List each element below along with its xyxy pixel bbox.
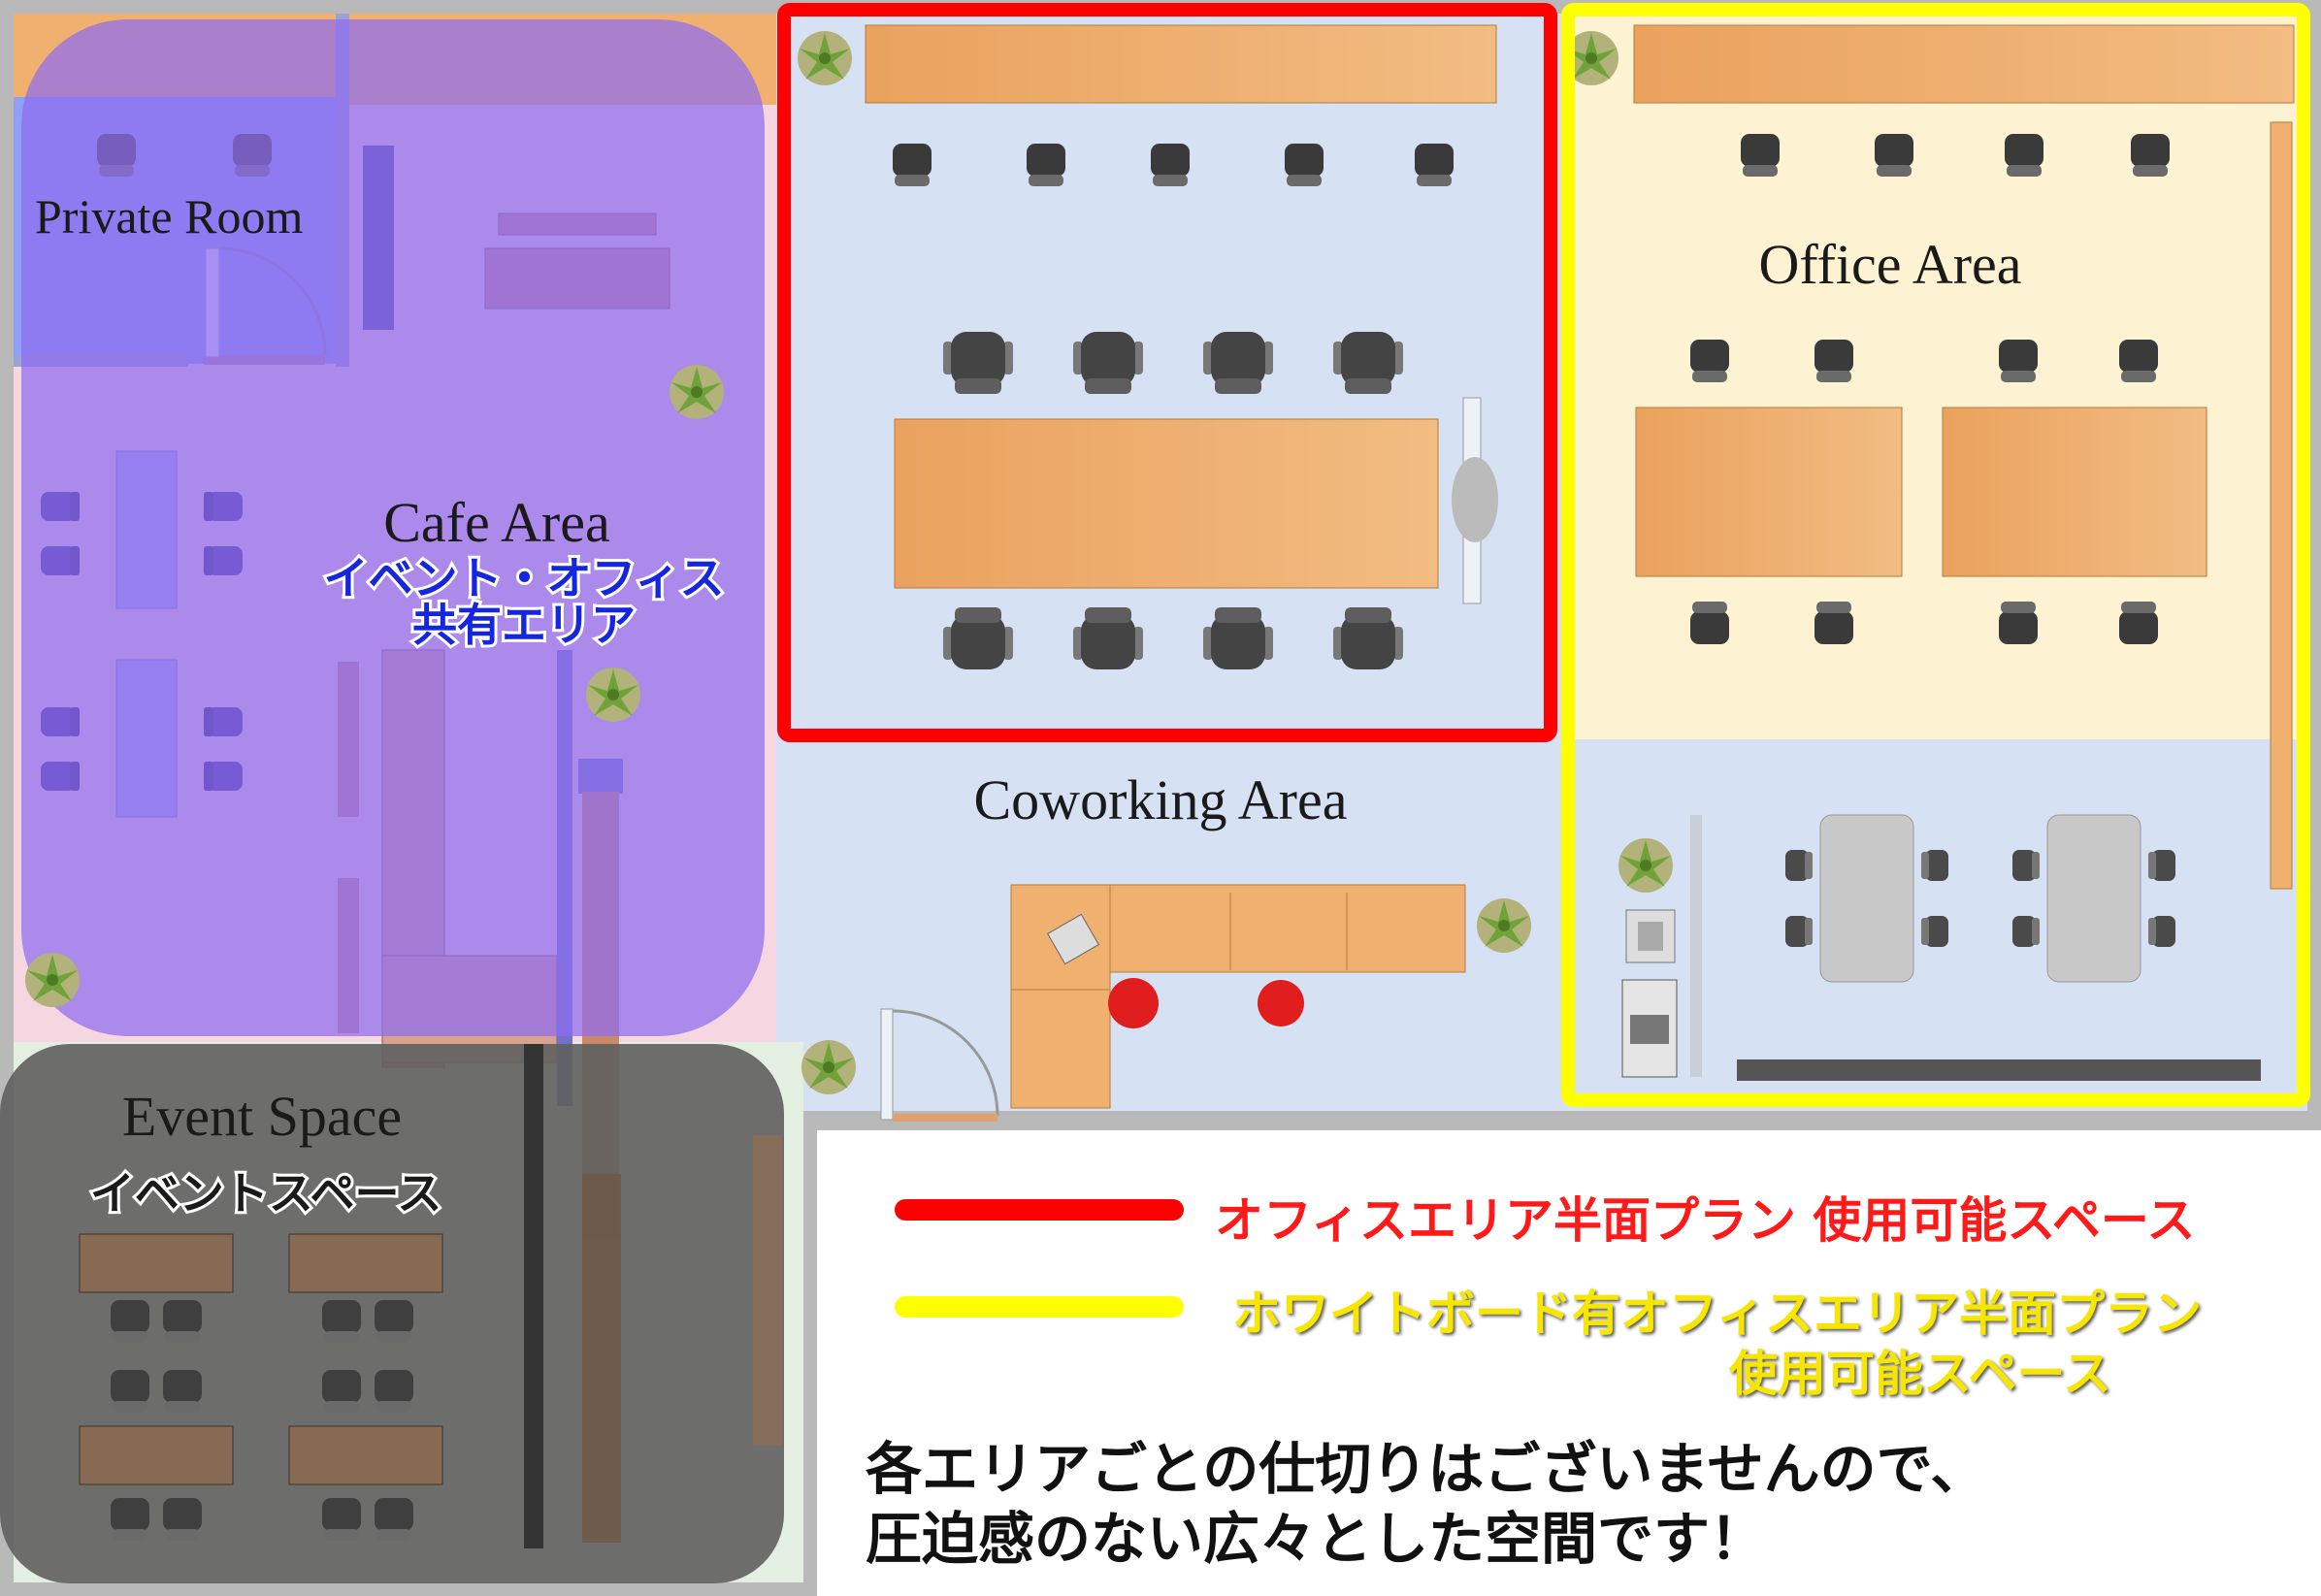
coworking-furniture <box>865 24 1498 1122</box>
plant-icon <box>1477 898 1531 953</box>
label-event-space: Event Space <box>122 1085 402 1148</box>
label-coworking-area: Coworking Area <box>974 768 1348 831</box>
note: 各エリアごとの仕切りはございませんので、 圧迫感のない広々とした空間です！ <box>866 1434 1986 1574</box>
label-cafe-area: Cafe Area <box>383 491 609 554</box>
legend-red-swatch <box>895 1199 1184 1221</box>
label-cafe-shared-2: 共有エリア <box>412 599 636 651</box>
yellow-plan-outline <box>1561 3 2310 1107</box>
note-line-1: 各エリアごとの仕切りはございませんので、 <box>866 1436 1987 1502</box>
label-private-room: Private Room <box>35 189 303 244</box>
legend-red-label: オフィスエリア半面プラン 使用可能スペース <box>1215 1192 2196 1249</box>
label-event-space-jp: イベントスペース <box>90 1167 441 1220</box>
label-cafe-shared-1: イベント・オフィス <box>323 552 724 604</box>
plant-icon <box>25 953 80 1007</box>
red-plan-outline <box>777 3 1557 742</box>
plant-icon <box>798 31 852 85</box>
plant-icon <box>670 365 724 419</box>
plant-icon <box>801 1040 856 1094</box>
note-line-2: 圧迫感のない広々とした空間です！ <box>866 1506 1767 1572</box>
legend-yellow-swatch <box>895 1296 1184 1318</box>
plant-icon <box>1618 838 1673 893</box>
office-furniture <box>1621 24 2295 1081</box>
cafe-area-overlay <box>21 19 765 1036</box>
legend-yellow-label-1: ホワイトボード有オフィスエリア半面プラン <box>1232 1286 2202 1342</box>
label-office-area: Office Area <box>1758 233 2021 296</box>
plant-icon <box>586 668 640 722</box>
event-furniture <box>79 1044 782 1548</box>
legend-yellow-label-2: 使用可能スペース <box>1729 1346 2111 1402</box>
